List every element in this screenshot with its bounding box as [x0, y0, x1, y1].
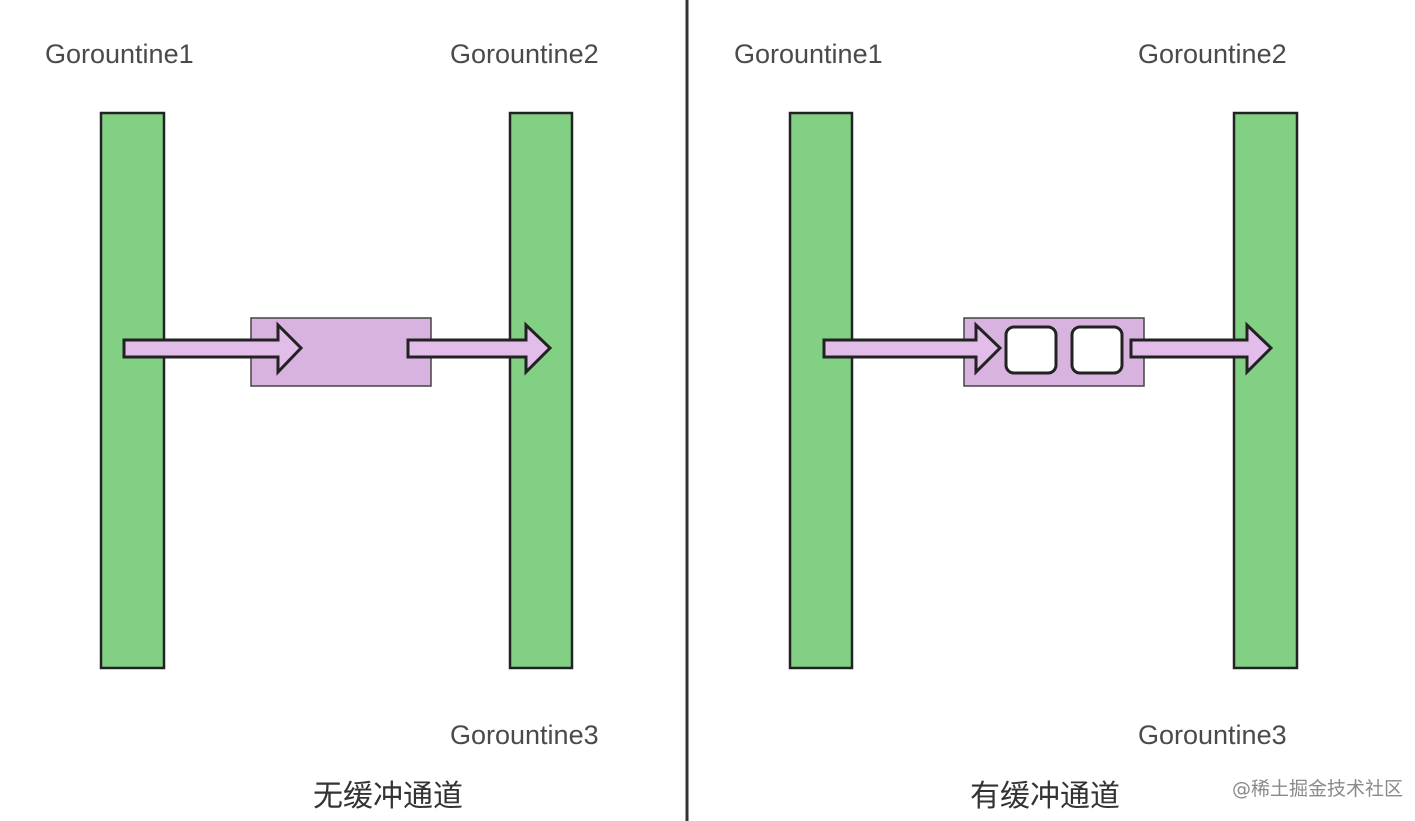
- right-send-arrow: [822, 321, 1003, 376]
- right-panel: Gorountine1 Gorountine2 Gorountine3 有缓冲通…: [734, 39, 1299, 814]
- right-goroutine3-label: Gorountine3: [1138, 720, 1287, 750]
- left-goroutine2-bar: [508, 111, 574, 670]
- left-goroutine3-label: Gorountine3: [450, 720, 599, 750]
- left-caption: 无缓冲通道: [313, 779, 463, 814]
- right-goroutine2-bar: [1232, 111, 1299, 670]
- left-goroutine1-label: Gorountine1: [45, 39, 194, 69]
- right-goroutine1-label: Gorountine1: [734, 39, 883, 69]
- left-receive-arrow: [406, 321, 553, 376]
- watermark: @稀土掘金技术社区: [1232, 778, 1403, 800]
- left-goroutine1-bar: [99, 111, 166, 670]
- buffer-slot-1: [1004, 325, 1058, 375]
- left-send-arrow: [122, 321, 304, 376]
- buffer-slot-2: [1070, 325, 1124, 375]
- left-goroutine2-label: Gorountine2: [450, 39, 599, 69]
- right-goroutine1-bar: [788, 111, 854, 670]
- right-caption: 有缓冲通道: [970, 779, 1120, 814]
- left-panel: Gorountine1 Gorountine2 Gorountine3 无缓冲通…: [45, 39, 599, 814]
- right-receive-arrow: [1129, 321, 1274, 376]
- right-goroutine2-label: Gorountine2: [1138, 39, 1287, 69]
